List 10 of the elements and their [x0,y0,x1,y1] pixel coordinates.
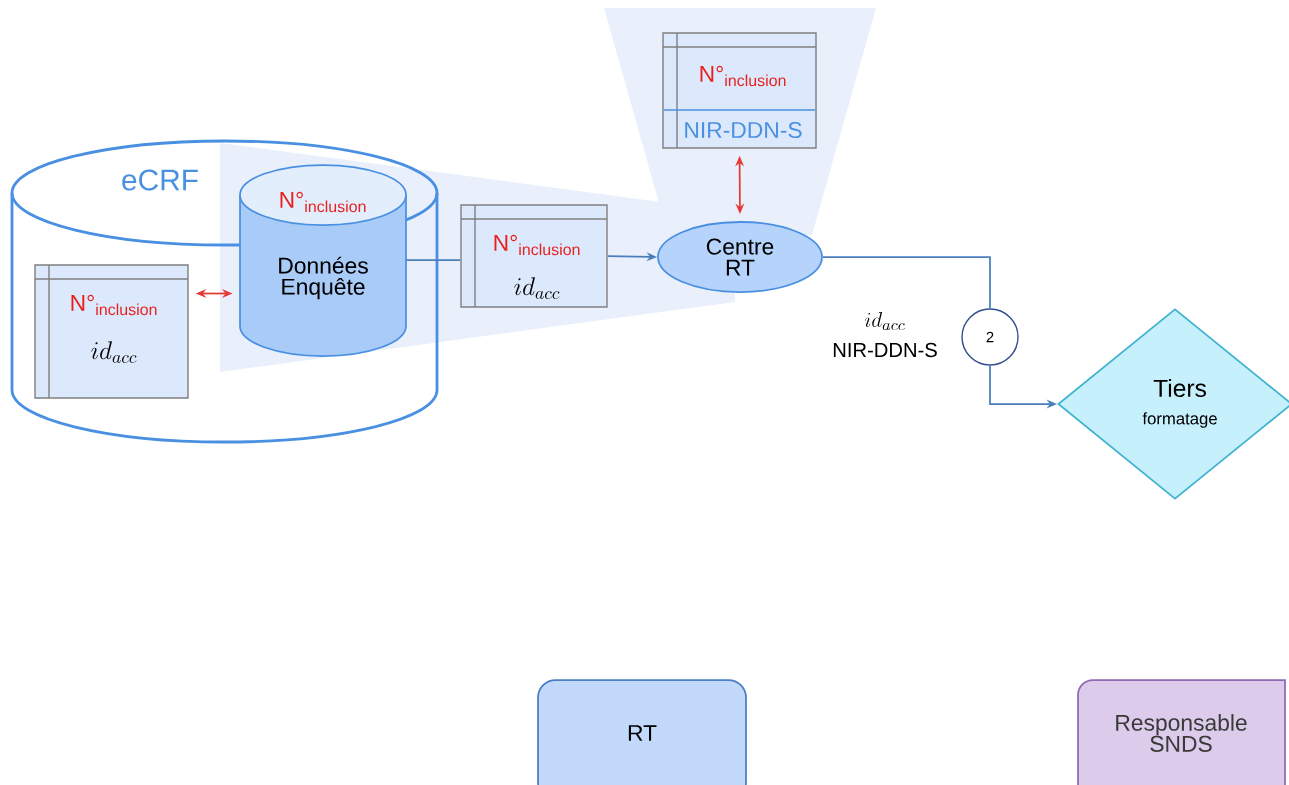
table: $\text{N°}_{\text{inclusion}}$ NIR-DDN-S [662,32,817,149]
role-box: Responsable SNDS [1077,679,1286,785]
table: $\text{N°}_{\text{inclusion}}$ $id_{acc}$ [34,264,189,399]
connector-line [822,256,991,310]
node-label: $id_{acc}$ [864,312,905,331]
role-box: RT [537,679,747,785]
connector-line [405,259,462,261]
table: $\text{N°}_{\text{inclusion}}$ $id_{acc}$ [460,204,608,308]
database-cylinder: $\text{N°}_{\text{inclusion}}$ Données Enquête [239,164,407,357]
node-label: NIR-DDN-S [833,342,937,358]
